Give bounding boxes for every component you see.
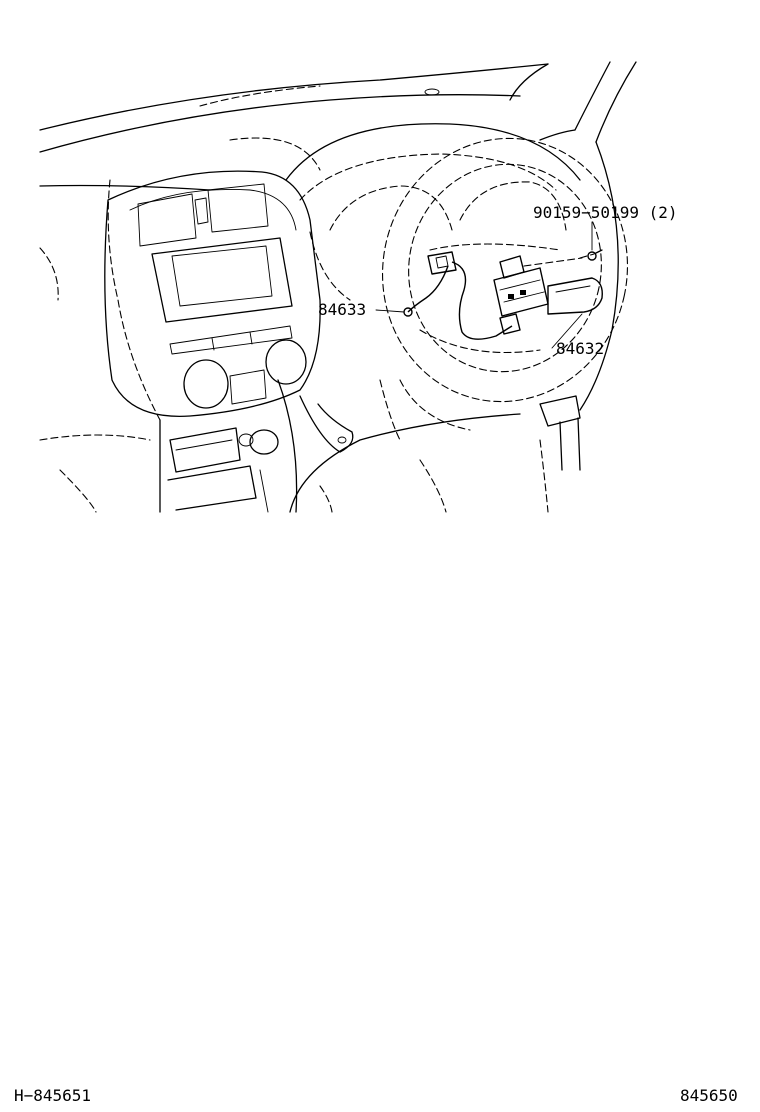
dashboard-exploded-diagram [39, 61, 637, 513]
page-reference: 845650 [680, 1086, 738, 1105]
switch-part-number-label: 84632 [556, 339, 605, 358]
leader-lines [375, 221, 593, 349]
screw [587, 249, 603, 261]
illustration-id: H−845651 [14, 1086, 92, 1105]
windshield-outline [39, 63, 549, 191]
steering-column [289, 379, 549, 513]
harness-part-number-label: 84633 [318, 300, 367, 319]
lower-console [159, 379, 298, 513]
dashboard-left-dashes [39, 137, 321, 513]
steering-wheel [382, 137, 628, 471]
instrument-cluster [285, 123, 581, 301]
switch-harness [403, 251, 521, 340]
center-console [104, 170, 321, 418]
screw-part-number-label: 90159−50199 (2) [533, 203, 678, 222]
a-pillar [539, 61, 637, 411]
switch-assembly [493, 253, 603, 317]
